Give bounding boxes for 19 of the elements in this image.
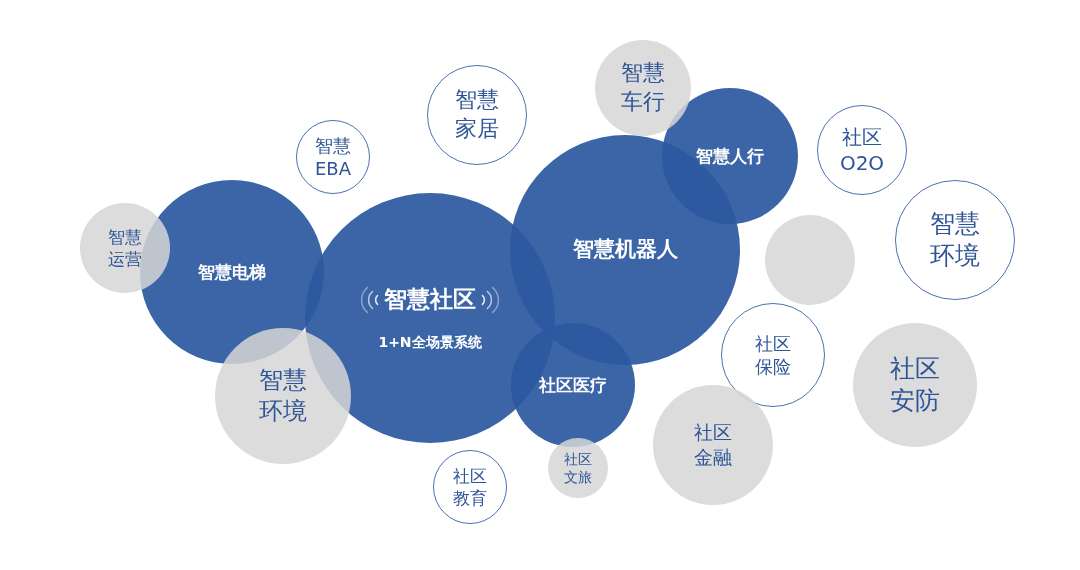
- bubble-title: 社区金融: [693, 420, 733, 470]
- bubble-title: 社区教育: [452, 464, 488, 510]
- bubble-title: 社区文旅: [563, 449, 593, 487]
- bubble-subtitle: 1+N全场景系统: [378, 332, 482, 352]
- bubble-title: 智慧人行: [696, 144, 764, 168]
- bubble-title: 智慧机器人: [572, 236, 678, 264]
- bubble-title: 社区O2O: [838, 124, 886, 176]
- bubble-title: 智慧运营: [107, 225, 143, 271]
- bubble-title: 智慧车行: [620, 59, 666, 116]
- bubble-title: 智慧家居: [454, 86, 500, 143]
- bubble-title: 智慧电梯: [198, 260, 266, 284]
- bubble-title: 社区保险: [754, 331, 792, 379]
- bubble-title: 智慧社区: [384, 284, 476, 314]
- bubble-title: 智慧EBA: [313, 133, 352, 181]
- bubble-title: 智慧环境: [929, 207, 981, 272]
- bubble-title: 智慧环境: [258, 364, 308, 427]
- bubble-title: 社区医疗: [539, 373, 607, 397]
- bubble-title: 社区安防: [889, 352, 941, 417]
- circle-bubble: [548, 438, 608, 498]
